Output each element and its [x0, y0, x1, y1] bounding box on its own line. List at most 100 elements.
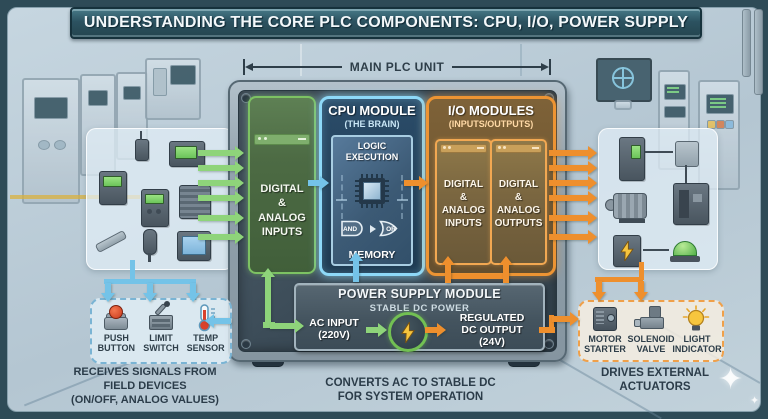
background-terminal [145, 58, 201, 120]
logic-execution-label: LOGIC EXECUTION [345, 141, 399, 162]
solenoid-valve-icon [634, 305, 668, 333]
probe-sensor-icon [94, 230, 128, 253]
pipe [742, 9, 751, 77]
actuator-connector [595, 277, 643, 282]
push-button-icon [99, 304, 133, 332]
field-device-arrow [143, 283, 157, 302]
power-caption: CONVERTS AC TO STABLE DC FOR SYSTEM OPER… [325, 377, 496, 404]
or-gate-icon: OR [378, 220, 398, 237]
device-label: TEMP SENSOR [186, 333, 225, 354]
ac-input-label: AC INPUT (220V) [309, 317, 359, 342]
device-label: LIGHT INDICATOR [672, 334, 722, 355]
background-monitor [596, 58, 652, 102]
logic-gates: AND OR [340, 220, 405, 237]
module-window-bar [495, 144, 542, 153]
output-signal-arrow [549, 230, 597, 244]
field-device-icon [179, 185, 211, 219]
indicator-base [670, 256, 700, 262]
io-inputs-label: DIGITAL & ANALOG INPUTS [441, 179, 486, 230]
field-devices-box: PUSH BUTTON LIMIT SWITCH TEMP SEN [90, 298, 232, 364]
field-connector [130, 260, 135, 282]
page-title: UNDERSTANDING THE CORE PLC COMPONENTS: C… [83, 14, 689, 31]
actuator-icon [619, 137, 645, 181]
list-item: LIMIT SWITCH [139, 301, 184, 360]
output-signal-arrow [549, 161, 597, 175]
output-signal-arrow [549, 211, 597, 225]
dc-out-arrow [552, 312, 579, 326]
background-cabinet [22, 78, 80, 204]
power-converter-icon [388, 312, 428, 352]
converter-to-dc-arrow [425, 323, 446, 337]
cpu-module-subtitle: (THE BRAIN) [344, 119, 400, 129]
input-module-label: DIGITAL & ANALOG INPUTS [258, 183, 306, 238]
power-to-io-arrow [499, 256, 513, 283]
module-window-bar [440, 144, 487, 153]
lightning-bolt-icon [401, 321, 415, 343]
cpu-to-io-arrow [404, 176, 428, 190]
ac-to-converter-arrow [366, 323, 387, 337]
io-modules-subtitle: (INPUTS/OUTPUTS) [448, 119, 534, 129]
actuators-panel [598, 128, 718, 270]
io-input-column: DIGITAL & ANALOG INPUTS [435, 139, 492, 265]
pipe [754, 9, 763, 95]
cpu-module: CPU MODULE (THE BRAIN) LOGIC EXECUTION A… [319, 96, 425, 276]
power-box-icon [613, 235, 641, 267]
ac-feed-arrow [270, 319, 304, 333]
list-item: TEMP SENSOR [183, 304, 228, 360]
list-item: SOLENOID VALVE [628, 305, 675, 358]
sparkle-icon: ✦ [750, 395, 760, 407]
device-label: PUSH BUTTON [97, 333, 135, 354]
main-plc-unit-label: MAIN PLC UNIT [349, 60, 445, 74]
dc-output-label: REGULATED DC OUTPUT (24V) [459, 312, 525, 349]
actuator-icon [675, 141, 699, 167]
and-gate-icon: AND [340, 220, 363, 237]
field-connector [104, 279, 196, 284]
field-devices-caption: RECEIVES SIGNALS FROM FIELD DEVICES (ON/… [71, 366, 219, 406]
wall-line [300, 44, 302, 76]
power-supply-subtitle: STABLE DC POWER [369, 303, 470, 314]
light-indicator-icon [680, 305, 714, 333]
field-device-icon [135, 139, 149, 161]
list-item: MOTOR STARTER [582, 305, 628, 358]
inputs-to-cpu-arrow [308, 176, 329, 190]
dc-out-connector [549, 315, 554, 333]
actuator-arrow [592, 281, 606, 301]
output-signal-arrow [549, 176, 597, 190]
motor-icon [613, 193, 647, 219]
main-plc-unit-dimension: MAIN PLC UNIT [243, 58, 551, 76]
ac-feed-connector [263, 322, 275, 328]
actuators-box: MOTOR STARTER SOLENOID VALVE [578, 300, 724, 362]
input-signal-arrow [198, 230, 244, 244]
power-supply-module: POWER SUPPLY MODULE STABLE DC POWER AC I… [294, 283, 545, 352]
cpu-module-title: CPU MODULE [328, 103, 416, 118]
sparkle-icon: ✦ [718, 363, 744, 396]
module-window-bar [254, 134, 310, 145]
field-device-icon [143, 229, 157, 255]
svg-text:OR: OR [386, 226, 396, 233]
device-label: MOTOR STARTER [584, 334, 626, 355]
power-to-io-connector [447, 274, 505, 279]
input-signal-arrow [198, 161, 244, 175]
wall-line [520, 44, 522, 76]
svg-text:AND: AND [342, 226, 356, 233]
io-outputs-label: DIGITAL & ANALOG OUTPUTS [494, 179, 543, 230]
monitor-stand [614, 100, 632, 110]
io-modules: I/O MODULES (INPUTS/OUTPUTS) DIGITAL & A… [426, 96, 556, 276]
dc-out-connector [539, 327, 555, 333]
list-item: PUSH BUTTON [94, 304, 139, 360]
input-module: DIGITAL & ANALOG INPUTS [248, 96, 316, 274]
actuator-connector [639, 262, 644, 280]
power-to-io-arrow [441, 256, 455, 283]
title-banner: UNDERSTANDING THE CORE PLC COMPONENTS: C… [70, 7, 702, 39]
input-signal-arrow [198, 191, 244, 205]
contactor-icon [673, 183, 709, 225]
output-signal-arrow [549, 191, 597, 205]
actuator-arrow [634, 281, 648, 301]
input-signal-arrow [198, 146, 244, 160]
io-output-column: DIGITAL & ANALOG OUTPUTS [490, 139, 547, 265]
limit-switch-icon [144, 301, 178, 332]
field-device-arrow [101, 283, 115, 302]
power-to-cpu-arrow [349, 252, 363, 282]
list-item: LIGHT INDICATOR [672, 305, 722, 358]
